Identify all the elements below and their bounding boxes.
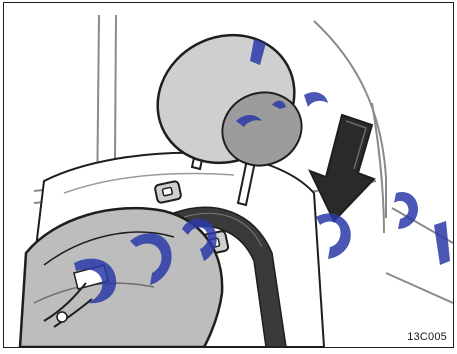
figure-frame: 13C005 xyxy=(3,2,454,348)
headrest-illustration xyxy=(4,3,453,347)
headrest-release-button-icon xyxy=(154,181,181,204)
down-arrow-icon xyxy=(310,115,374,221)
figure-code-label: 13C005 xyxy=(407,331,447,343)
